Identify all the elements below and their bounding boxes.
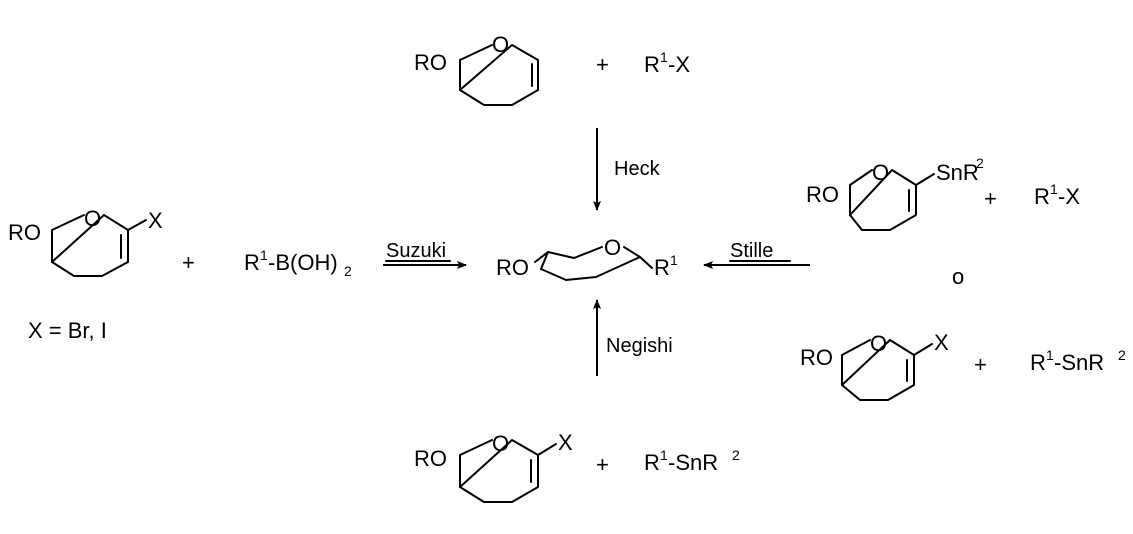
plus-sign: + [974, 352, 987, 377]
top-reactant-dihydropyran: RO O [414, 32, 539, 106]
product-tetrahydropyran: RO O R 1 [496, 235, 678, 281]
plus-sign: + [984, 186, 997, 211]
ring-oxygen-label: O [872, 160, 889, 185]
superscript-1: 1 [260, 247, 268, 263]
r-label: R [244, 250, 260, 275]
suzuki-label: Suzuki [386, 240, 446, 262]
right-reactant-stannyl-dihydropyran: RO O SnR 2 [806, 155, 984, 231]
r-label: R [1030, 350, 1046, 375]
top-reagent-r1x: R 1 -X [644, 49, 690, 77]
heck-label: Heck [614, 158, 661, 180]
right-reactant-halo-dihydropyran: RO O X [800, 330, 949, 401]
superscript-1: 1 [660, 447, 668, 463]
snr2-label: -SnR [668, 450, 718, 475]
ro-label: RO [800, 345, 833, 370]
r-label: R [1034, 184, 1050, 209]
boronic-acid-label: -B(OH) [268, 250, 338, 275]
r1-label: R [654, 255, 670, 280]
x-definition: X = Br, I [28, 318, 107, 343]
plus-sign: + [596, 52, 609, 77]
plus-sign: + [596, 452, 609, 477]
x-substituent-label: X [558, 430, 573, 455]
ro-label: RO [806, 182, 839, 207]
right-reagent-r1x: R 1 -X [1034, 181, 1080, 209]
bottom-reagent-r1snr2: R 1 -SnR 2 [644, 447, 740, 475]
negishi-label: Negishi [606, 335, 673, 357]
stille-label: Stille [730, 240, 773, 262]
superscript-1: 1 [1046, 347, 1054, 363]
snr2-label: SnR [936, 160, 979, 185]
x-label: -X [1058, 184, 1080, 209]
ring-oxygen-label: O [870, 331, 887, 356]
ring-oxygen-label: O [604, 235, 621, 260]
r-label: R [644, 450, 660, 475]
right-reagent-r1snr2: R 1 -SnR 2 [1030, 347, 1126, 375]
left-reactant-halo-dihydropyran: RO O X [8, 206, 163, 277]
subscript-2: 2 [344, 263, 352, 279]
x-label: -X [668, 52, 690, 77]
ro-label: RO [414, 446, 447, 471]
r-label: R [644, 52, 660, 77]
superscript-1: 1 [660, 49, 668, 65]
superscript-2: 2 [976, 155, 984, 171]
or-label: o [952, 264, 964, 289]
x-substituent-label: X [934, 330, 949, 355]
superscript-1: 1 [1050, 181, 1058, 197]
x-substituent-label: X [148, 208, 163, 233]
superscript-2: 2 [1118, 347, 1126, 363]
ro-label: RO [8, 220, 41, 245]
ro-label: RO [414, 50, 447, 75]
ring-oxygen-label: O [492, 32, 509, 57]
superscript-2: 2 [732, 447, 740, 463]
boronic-acid-reagent: R 1 -B(OH) 2 [244, 247, 352, 279]
ring-oxygen-label: O [492, 431, 509, 456]
snr2-label: -SnR [1054, 350, 1104, 375]
bottom-reactant-halo-dihydropyran: RO O X [414, 430, 573, 503]
ro-label: RO [496, 255, 529, 280]
plus-sign: + [182, 250, 195, 275]
ring-oxygen-label: O [84, 206, 101, 231]
superscript-1: 1 [670, 252, 678, 268]
